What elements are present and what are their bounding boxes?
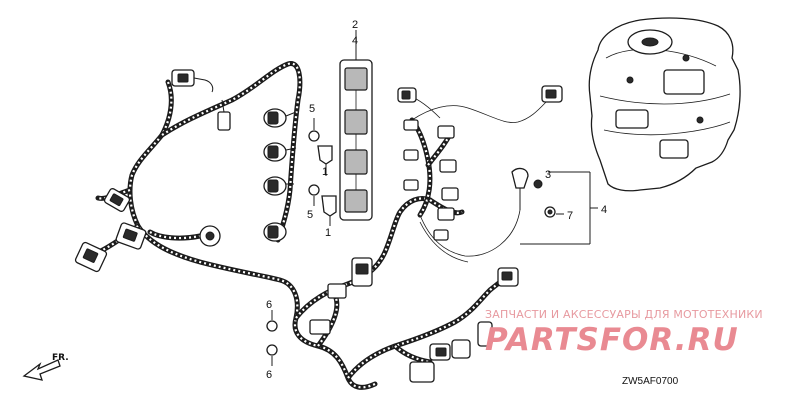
connectors-lower: [266, 257, 519, 383]
connector-small-left: [217, 99, 231, 131]
callout-5-upper: 5: [309, 103, 315, 115]
connector-lower-center: [351, 257, 373, 287]
watermark-brand: PARTSFOR.RU: [485, 322, 739, 358]
injector-connector-1: [403, 119, 455, 139]
connector-left-middle: [103, 188, 131, 212]
watermark-tagline: ЗАПЧАСТИ И АКСЕССУАРЫ ДЛЯ МОТОТЕХНИКИ: [485, 308, 763, 321]
bolt-part-6-lower: [266, 344, 278, 366]
callout-5-lower: 5: [307, 209, 313, 221]
bolt-part-6-upper: [266, 310, 278, 332]
connector-sensor-top: [397, 87, 417, 103]
connector-lower-cluster: [409, 339, 471, 383]
clip-part-1-lower: [321, 195, 337, 226]
nut-part-7: [544, 206, 556, 218]
callout-3: 3: [545, 169, 551, 181]
front-label: FR.: [52, 353, 69, 363]
connector-bracket: [339, 30, 373, 221]
connector-round: [199, 225, 221, 247]
connector-sensor-right: [541, 85, 563, 103]
clip-part-1-upper: [317, 145, 333, 176]
connectors-left: [74, 69, 297, 273]
connector-lower-right: [477, 267, 519, 347]
callout-2: 2: [352, 19, 358, 31]
connectors-right: [397, 85, 563, 241]
bolt-part-5-upper: [308, 118, 320, 142]
engine-block-outline: [588, 17, 741, 192]
front-direction-marker: FR.: [22, 353, 69, 381]
drawing-code: ZW5AF0700: [622, 376, 679, 387]
callout-6-upper: 6: [266, 299, 272, 311]
connector-lower-mid: [309, 283, 347, 335]
bolt-part-5-lower: [308, 184, 320, 206]
coil-connector-1: [263, 108, 297, 128]
callout-4-right: 4: [601, 204, 607, 216]
callout-4-top: 4: [352, 35, 358, 47]
coil-connector-3: [263, 176, 294, 196]
main-wire-harness: [89, 61, 513, 390]
connector-left-lower: [74, 241, 108, 273]
injector-connector-4: [433, 207, 455, 241]
coil-connector-2: [263, 142, 297, 162]
callout-7: 7: [567, 210, 573, 222]
callout-1-upper: 1: [322, 166, 328, 178]
connector-left-large: [115, 222, 147, 250]
coil-connector-4: [263, 222, 287, 242]
connector-top-left: [171, 69, 214, 93]
injector-connector-2: [403, 149, 457, 173]
callout-1-lower: 1: [325, 227, 331, 239]
callout-leaders: [520, 171, 598, 245]
injector-connector-3: [403, 179, 459, 201]
callout-6-lower: 6: [266, 369, 272, 381]
ground-terminal: [511, 167, 543, 210]
